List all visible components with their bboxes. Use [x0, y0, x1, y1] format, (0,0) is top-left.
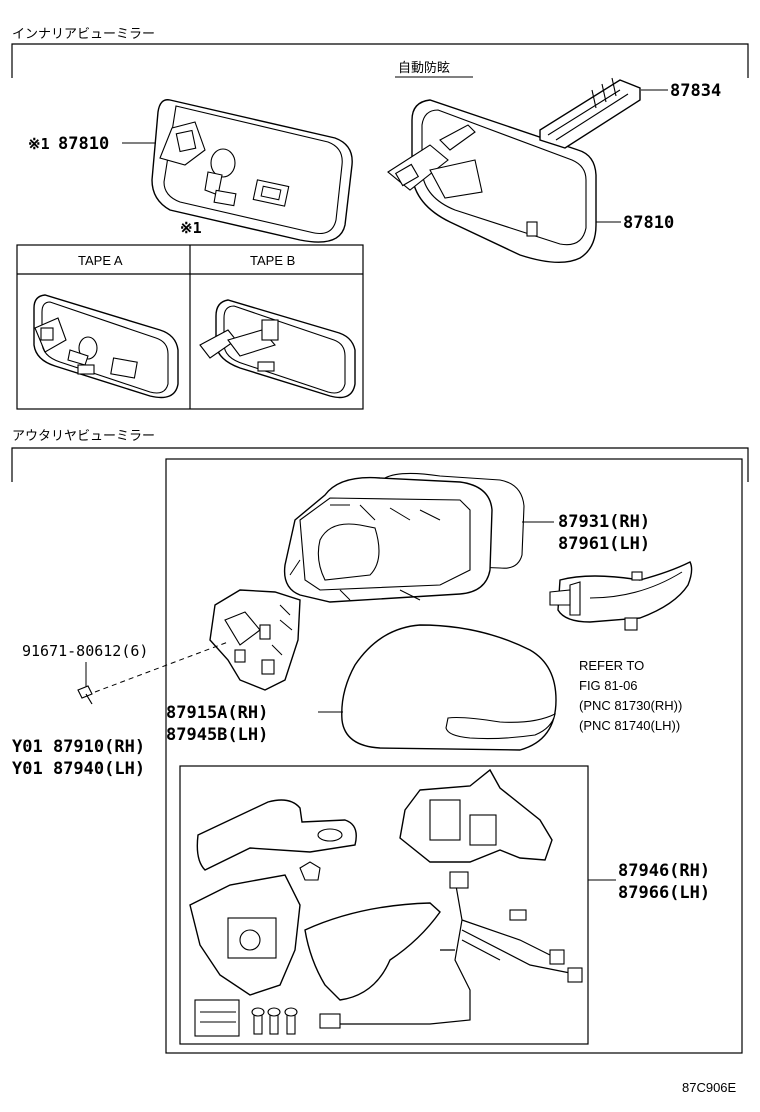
exterior-section-bracket [11, 447, 749, 482]
auto-mirror-part-number: 87810 [623, 213, 674, 233]
refer-note: REFER TO FIG 81-06 (PNC 81730(RH)) (PNC … [579, 658, 682, 733]
bracket-part-number: 87834 [670, 81, 721, 101]
bolt-part-number: 91671-80612(6) [22, 642, 148, 660]
assembly-part-number-lh: Y01 87940(LH) [12, 759, 145, 779]
sub-assembly-parts-drawing [189, 768, 583, 1037]
cover-part-number-rh: 87931(RH) [558, 512, 650, 532]
sub-assembly-number-lh: 87966(LH) [618, 883, 710, 903]
refer-line-4: (PNC 81740(LH)) [579, 718, 680, 733]
interior-section-title: インナリアビューミラー [12, 27, 155, 42]
tape-b-header: TAPE B [250, 253, 295, 268]
bracket-87834-drawing [539, 77, 641, 149]
sub-assembly-box [179, 765, 589, 1045]
left-interior-mirror-drawing [151, 99, 353, 243]
interior-section-bracket [11, 43, 749, 78]
figure-code: 87C906E [682, 1080, 737, 1095]
exterior-parts-box [165, 458, 743, 1054]
tape-a-mirror-drawing [33, 294, 179, 399]
bolt-dashed-guide [94, 641, 229, 693]
assembly-part-number-rh: Y01 87910(RH) [12, 737, 145, 757]
left-mirror-part-number: 87810 [58, 134, 109, 154]
refer-line-3: (PNC 81730(RH)) [579, 698, 682, 713]
auto-dimming-label: 自動防眩 [398, 60, 450, 76]
turn-signal-lamp-drawing [549, 561, 693, 631]
exterior-section-title: アウタリヤビューミラー [12, 429, 155, 444]
cover-part-number-lh: 87961(LH) [558, 534, 650, 554]
refer-line-1: REFER TO [579, 658, 644, 673]
mirror-glass-number-lh: 87945B(LH) [166, 725, 268, 745]
left-mirror-mark: ※1 [28, 135, 50, 153]
mirror-glass-number-rh: 87915A(RH) [166, 703, 268, 723]
tape-note-mark: ※1 [180, 219, 202, 237]
bolt-drawing [77, 685, 93, 705]
refer-line-2: FIG 81-06 [579, 678, 638, 693]
mirror-base-drawing [209, 589, 301, 691]
mirror-cover-drawing [283, 472, 525, 603]
tape-b-mirror-drawing [199, 299, 356, 399]
sub-assembly-number-rh: 87946(RH) [618, 861, 710, 881]
mirror-glass-drawing [341, 624, 557, 751]
tape-a-header: TAPE A [78, 253, 123, 268]
